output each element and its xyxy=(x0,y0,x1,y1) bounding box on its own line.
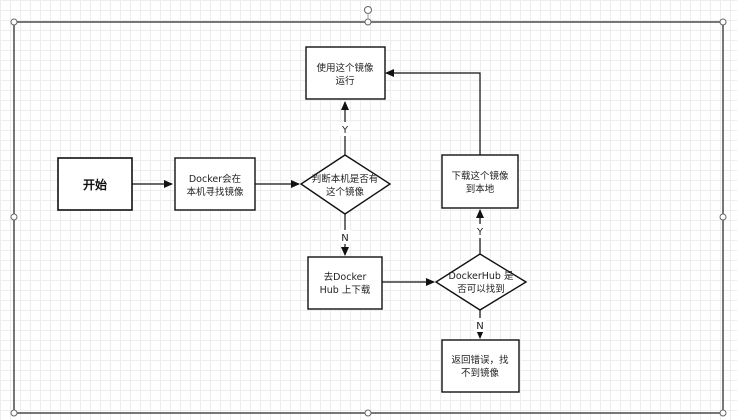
node-start-label: 开始 xyxy=(83,177,107,192)
node-go-dockerhub-line1: 去Docker xyxy=(324,271,367,283)
node-start[interactable]: 开始 xyxy=(57,157,133,211)
edge-label-yes-hub: Y xyxy=(476,227,484,238)
selection-handles[interactable] xyxy=(10,18,727,417)
resize-handle-nw[interactable] xyxy=(10,18,18,26)
edge-label-yes: Y xyxy=(341,125,349,136)
node-decision-local-line2: 这个镜像 xyxy=(326,186,365,198)
node-download[interactable]: 下载这个镜像 到本地 xyxy=(441,154,519,209)
rotate-handle[interactable] xyxy=(364,6,372,14)
edge-download-to-use xyxy=(385,69,481,155)
node-error[interactable]: 返回错误，找 不到镜像 xyxy=(441,339,520,393)
node-go-dockerhub[interactable]: 去Docker Hub 上下载 xyxy=(307,256,383,310)
node-decision-local[interactable]: 判断本机是否有 这个镜像 xyxy=(299,154,392,215)
node-use-image-line2: 运行 xyxy=(335,75,355,87)
resize-handle-n[interactable] xyxy=(364,18,372,26)
node-go-dockerhub-line2: Hub 上下载 xyxy=(320,284,371,296)
resize-handle-w[interactable] xyxy=(10,213,18,221)
node-docker-local[interactable]: Docker会在 本机寻找镜像 xyxy=(174,157,256,211)
node-decision-hub[interactable]: DockerHub 是 否可以找到 xyxy=(434,253,528,311)
resize-handle-e[interactable] xyxy=(719,213,727,221)
node-use-image[interactable]: 使用这个镜像 运行 xyxy=(305,46,386,100)
node-decision-hub-line1: DockerHub 是 xyxy=(449,271,514,282)
resize-handle-se[interactable] xyxy=(719,409,727,417)
resize-handle-sw[interactable] xyxy=(10,409,18,417)
node-error-line1: 返回错误，找 xyxy=(451,354,509,366)
node-decision-hub-line2: 否可以找到 xyxy=(457,283,505,295)
node-download-line1: 下载这个镜像 xyxy=(451,170,509,182)
node-error-line2: 不到镜像 xyxy=(461,367,500,379)
edge-label-no-hub: N xyxy=(476,321,483,332)
node-use-image-line1: 使用这个镜像 xyxy=(316,62,374,74)
resize-handle-ne[interactable] xyxy=(719,18,727,26)
resize-handle-s[interactable] xyxy=(364,409,372,417)
edge-label-no: N xyxy=(341,233,348,244)
node-docker-local-line1: Docker会在 xyxy=(189,173,241,185)
node-decision-local-line1: 判断本机是否有 xyxy=(312,173,379,185)
node-download-line2: 到本地 xyxy=(466,183,495,195)
node-docker-local-line2: 本机寻找镜像 xyxy=(186,186,244,198)
